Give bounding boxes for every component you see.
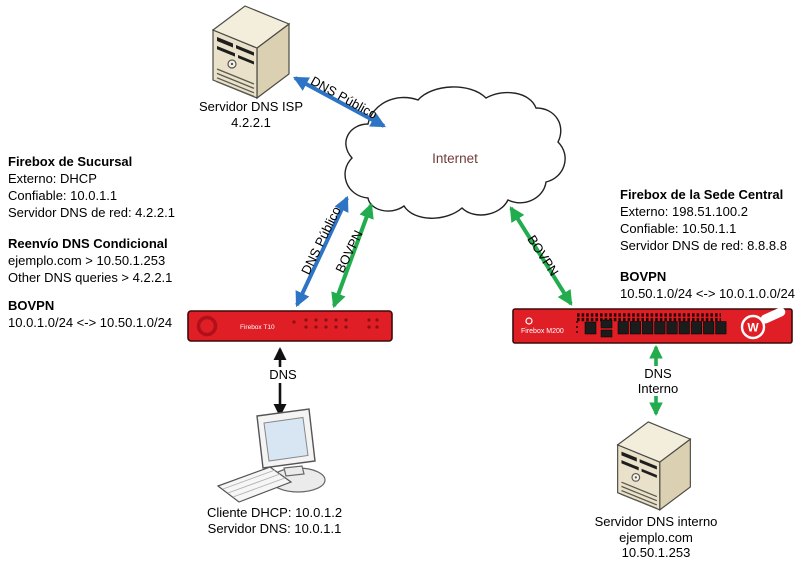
annotation-line: Confiable: 10.0.1.1 bbox=[8, 188, 118, 203]
edge-isp-internet bbox=[292, 76, 387, 128]
annotation-line: Confiable: 10.50.1.1 bbox=[620, 221, 737, 236]
hq-annotation: Firebox de la Sede Central Externo: 198.… bbox=[620, 186, 808, 302]
isp-dns-server-icon bbox=[212, 5, 290, 99]
hq-firebox-model-label: Firebox M200 bbox=[521, 328, 564, 335]
dhcp-client-line2: Servidor DNS: 10.0.1.1 bbox=[207, 521, 342, 536]
annotation-line: Servidor DNS de red: 4.2.2.1 bbox=[8, 205, 175, 220]
dhcp-client-label: Cliente DHCP: 10.0.1.2 Servidor DNS: 10.… bbox=[187, 505, 362, 537]
branch-annotation-title: Firebox de Sucursal bbox=[8, 154, 133, 169]
annotation-line: Externo: DHCP bbox=[8, 171, 97, 186]
edge-label-dns-interno-line2: Interno bbox=[637, 381, 679, 396]
edge-label-dns: DNS bbox=[262, 367, 304, 383]
isp-dns-server-ip: 4.2.2.1 bbox=[231, 115, 271, 130]
hq-firebox-device: Firebox M200 W bbox=[512, 307, 793, 344]
annotation-line: Externo: 198.51.100.2 bbox=[620, 204, 748, 219]
watchguard-logo-icon: W bbox=[740, 307, 786, 340]
internal-dns-server-icon bbox=[617, 421, 691, 511]
annotation-line: 10.0.1.0/24 <-> 10.50.1.0/24 bbox=[8, 315, 173, 330]
hq-bovpn-title: BOVPN bbox=[620, 269, 667, 284]
internal-dns-line2: ejemplo.com bbox=[619, 529, 693, 545]
watchguard-swirl-icon bbox=[196, 315, 218, 337]
ethernet-ports bbox=[584, 319, 727, 338]
branch-bovpn-title: BOVPN bbox=[8, 298, 55, 313]
branch-firebox-model-label: Firebox T10 bbox=[240, 324, 275, 331]
branch-firebox-leds bbox=[292, 318, 379, 329]
internal-dns-server-label: Servidor DNS interno ejemplo.com 10.50.1… bbox=[568, 514, 744, 561]
logo-swoosh bbox=[760, 307, 786, 324]
annotation-line: Other DNS queries > 4.2.2.1 bbox=[8, 270, 173, 285]
annotation-line: ejemplo.com > 10.50.1.253 bbox=[8, 253, 166, 268]
isp-dns-server-name: Servidor DNS ISP bbox=[198, 99, 304, 114]
svg-text:W: W bbox=[747, 321, 759, 335]
firebox-logo-swirl-icon bbox=[525, 317, 533, 325]
annotation-line: Servidor DNS de red: 8.8.8.8 bbox=[620, 238, 787, 253]
branch-firebox-device: Firebox T10 bbox=[187, 310, 393, 342]
edge-branch-bovpn bbox=[331, 202, 374, 309]
dhcp-client-line1: Cliente DHCP: 10.0.1.2 bbox=[206, 505, 343, 520]
internal-dns-line3: 10.50.1.253 bbox=[621, 545, 691, 560]
dhcp-client-computer-icon bbox=[216, 408, 326, 503]
isp-dns-server-label: Servidor DNS ISP 4.2.2.1 bbox=[166, 99, 336, 131]
edge-hq-bovpn bbox=[509, 206, 573, 306]
edge-label-dns-interno-line1: DNS bbox=[644, 366, 672, 381]
internet-label: Internet bbox=[432, 151, 478, 166]
hq-annotation-title: Firebox de la Sede Central bbox=[620, 187, 784, 202]
branch-annotation: Firebox de Sucursal Externo: DHCP Confia… bbox=[8, 153, 218, 331]
annotation-line: 10.50.1.0/24 <-> 10.0.1.0.0/24 bbox=[620, 286, 795, 301]
edge-label-dns-interno: DNS Interno bbox=[625, 366, 691, 396]
branch-forwarding-title: Reenvío DNS Condicional bbox=[8, 236, 168, 251]
internal-dns-line1: Servidor DNS interno bbox=[594, 514, 718, 529]
